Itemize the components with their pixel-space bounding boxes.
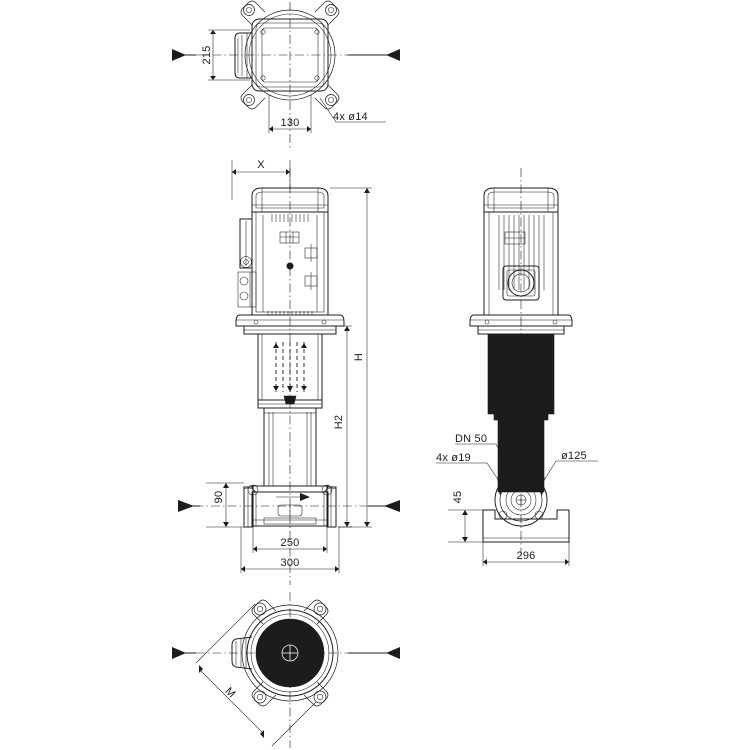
side-view-note-flange-circle-label: ø125 bbox=[561, 450, 587, 462]
top-view-note-bolts: 4x ø14 bbox=[319, 97, 386, 123]
top-view-inlet-arrow bbox=[172, 49, 196, 61]
front-view-outlet-arrow bbox=[368, 500, 400, 512]
top-view-motor-body-inner2 bbox=[261, 27, 319, 83]
front-view-dim-h2-label: H2 bbox=[333, 415, 345, 429]
side-view: DN 50 4x ø19 ø125 45 bbox=[436, 168, 598, 566]
top-view-screw bbox=[314, 29, 320, 35]
front-view-terminal-box bbox=[237, 218, 257, 308]
side-view-dim-296-label: 296 bbox=[517, 550, 536, 562]
front-view-dim-250-label: 250 bbox=[281, 537, 300, 549]
bottom-view-outer-circle bbox=[241, 604, 339, 702]
bottom-view-flange-circle-inner bbox=[250, 613, 330, 693]
side-view-port-hub bbox=[494, 473, 548, 527]
top-view-dim-130: 130 bbox=[268, 95, 312, 133]
top-view-dim-130-label: 130 bbox=[281, 117, 300, 129]
front-view-dim-h2: H2 bbox=[330, 325, 352, 528]
top-view-motor-body bbox=[251, 18, 329, 92]
front-view-dim-h-label: H bbox=[353, 353, 365, 361]
top-view-terminal-box bbox=[234, 32, 252, 79]
front-view: X H H2 90 bbox=[178, 159, 400, 585]
side-view-lower-pipe bbox=[497, 419, 545, 493]
side-view-note-flange-circle: ø125 bbox=[539, 450, 598, 488]
side-view-baseplate bbox=[482, 509, 570, 543]
side-view-dim-296: 296 bbox=[482, 542, 570, 566]
bottom-view-outlet-arrow bbox=[348, 647, 400, 659]
bottom-view-inlet-arrow bbox=[172, 647, 196, 659]
top-view-outer-circle bbox=[244, 9, 336, 101]
side-view-terminal-gland bbox=[507, 269, 535, 297]
front-view-dim-x: X bbox=[231, 159, 291, 200]
bottom-view-bolt-lugs bbox=[251, 599, 329, 707]
front-view-flow-arrow-inner bbox=[276, 493, 310, 501]
side-view-collar bbox=[487, 405, 555, 421]
side-view-dim-45-label: 45 bbox=[452, 491, 464, 504]
front-view-discharge-flange bbox=[326, 486, 337, 528]
top-view-bolt-lugs bbox=[240, 0, 340, 110]
bottom-view-flange-circle bbox=[246, 609, 334, 697]
front-view-lantern-fins bbox=[267, 311, 313, 315]
side-view-terminal-box bbox=[502, 265, 540, 301]
front-view-pump-base bbox=[251, 485, 329, 527]
side-view-dim-45: 45 bbox=[448, 491, 495, 543]
front-view-dim-90: 90 bbox=[206, 482, 244, 528]
top-view-outlet-arrow bbox=[348, 49, 400, 61]
front-view-stage-sleeve bbox=[257, 333, 323, 401]
front-view-cooling-fins bbox=[271, 214, 309, 222]
top-view-dim-215-label: 215 bbox=[201, 46, 213, 65]
bottom-view-dim-m: M bbox=[195, 603, 317, 747]
side-view-stage-barrel bbox=[487, 333, 555, 407]
front-view-dim-300: 300 bbox=[240, 527, 340, 573]
top-view-inner-circle bbox=[248, 13, 332, 97]
side-view-motor-cowl bbox=[483, 187, 559, 213]
front-view-foot bbox=[247, 484, 259, 496]
front-view-dim-300-label: 300 bbox=[281, 557, 300, 569]
top-view-screw bbox=[260, 29, 266, 35]
top-view-note-bolts-label: 4x ø14 bbox=[333, 111, 368, 123]
bottom-view: M bbox=[172, 592, 400, 748]
front-view-dim-250: 250 bbox=[252, 527, 328, 553]
side-view-motor-body bbox=[483, 211, 559, 316]
top-view-motor-body-inner bbox=[255, 22, 325, 88]
top-view: 215 130 4x ø14 bbox=[172, 0, 400, 150]
top-view-screw bbox=[314, 75, 320, 81]
bottom-view-terminal-box bbox=[231, 636, 253, 670]
front-view-foot bbox=[321, 484, 333, 496]
front-view-lantern bbox=[235, 311, 345, 335]
front-view-rating-plate bbox=[279, 231, 300, 244]
side-view-note-base-bolts-label: 4x ø19 bbox=[436, 452, 471, 464]
front-view-pump-column bbox=[263, 407, 317, 487]
front-view-dim-90-label: 90 bbox=[213, 491, 225, 504]
side-view-note-base-bolts: 4x ø19 bbox=[436, 452, 504, 488]
side-view-note-dn50: DN 50 bbox=[455, 433, 513, 475]
front-view-dim-x-label: X bbox=[257, 159, 265, 171]
front-view-shaft-dot bbox=[286, 262, 294, 270]
top-view-screw bbox=[260, 75, 266, 81]
top-view-dim-215: 215 bbox=[201, 29, 250, 81]
front-view-motor-cowl bbox=[251, 187, 329, 213]
side-view-note-dn50-label: DN 50 bbox=[455, 433, 487, 445]
front-view-inlet-arrow bbox=[178, 500, 200, 512]
